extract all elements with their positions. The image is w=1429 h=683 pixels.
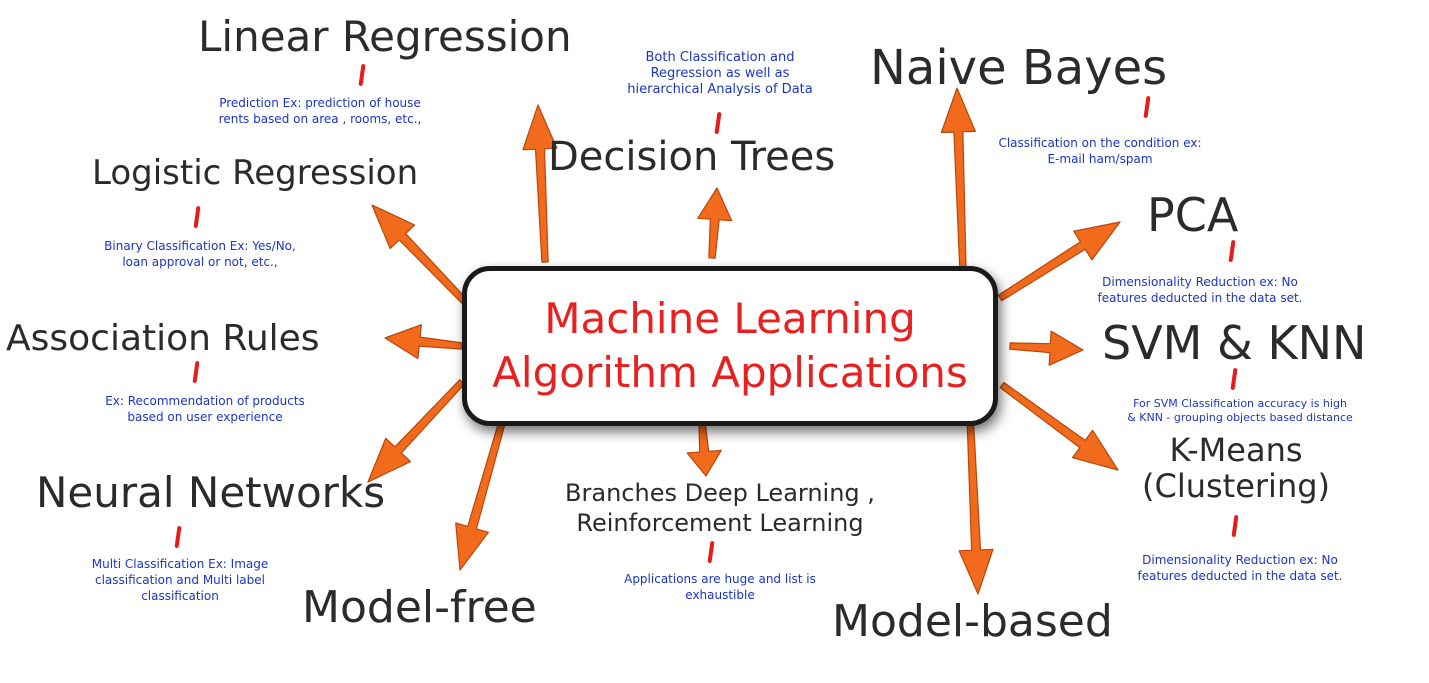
arrow-to-association-rules (384, 324, 463, 360)
model-free-title: Model-free (302, 582, 537, 633)
pca-desc: Dimensionality Reduction ex: No features… (1097, 275, 1303, 305)
model-based-title: Model-based (832, 596, 1113, 647)
association-rules-title: Association Rules (6, 318, 320, 359)
svm-knn-title: SVM & KNN (1102, 316, 1367, 370)
arrow-to-decision-trees (697, 187, 733, 259)
arrow-to-model-free (455, 410, 509, 571)
kmeans-title: K-Means (Clustering) (1141, 431, 1331, 505)
arrow-to-kmeans (999, 381, 1119, 471)
arrow-to-linear-regression (522, 104, 558, 263)
arrow-to-pca (997, 221, 1121, 302)
neural-networks-desc: Multi Classification Ex: Image classific… (91, 557, 269, 603)
arrow-to-svm-knn (1009, 330, 1084, 366)
arrow-to-logistic-regression (371, 204, 471, 308)
logistic-regression-title: Logistic Regression (92, 153, 419, 193)
kmeans-desc: Dimensionality Reduction ex: No features… (1137, 553, 1343, 583)
linear-regression-desc: Prediction Ex: prediction of house rents… (218, 96, 422, 126)
naive-bayes-desc: Classification on the condition ex: E-ma… (998, 136, 1202, 166)
arrow-to-branches (686, 421, 722, 477)
decision-trees-desc: Both Classification and Regression as we… (627, 50, 813, 97)
arrow-to-neural-networks (367, 379, 465, 483)
central-topic-line-1: Machine Learning (544, 294, 916, 343)
arrow-to-model-based (958, 413, 994, 595)
central-topic-box: Machine Learning Algorithm Applications (462, 266, 998, 426)
central-topic-line-2: Algorithm Applications (492, 348, 968, 397)
naive-bayes-title: Naive Bayes (870, 40, 1168, 96)
branches-title: Branches Deep Learning , Reinforcement L… (565, 479, 875, 537)
neural-networks-title: Neural Networks (36, 468, 386, 517)
svm-knn-desc: For SVM Classification accuracy is high … (1127, 397, 1353, 424)
association-rules-desc: Ex: Recommendation of products based on … (105, 394, 305, 424)
linear-regression-title: Linear Regression (198, 12, 572, 61)
arrow-to-naive-bayes (940, 87, 977, 273)
decision-trees-title: Decision Trees (548, 134, 836, 180)
branches-desc: Applications are huge and list is exhaus… (624, 572, 816, 602)
logistic-regression-desc: Binary Classification Ex: Yes/No, loan a… (104, 239, 296, 269)
pca-title: PCA (1147, 188, 1239, 242)
